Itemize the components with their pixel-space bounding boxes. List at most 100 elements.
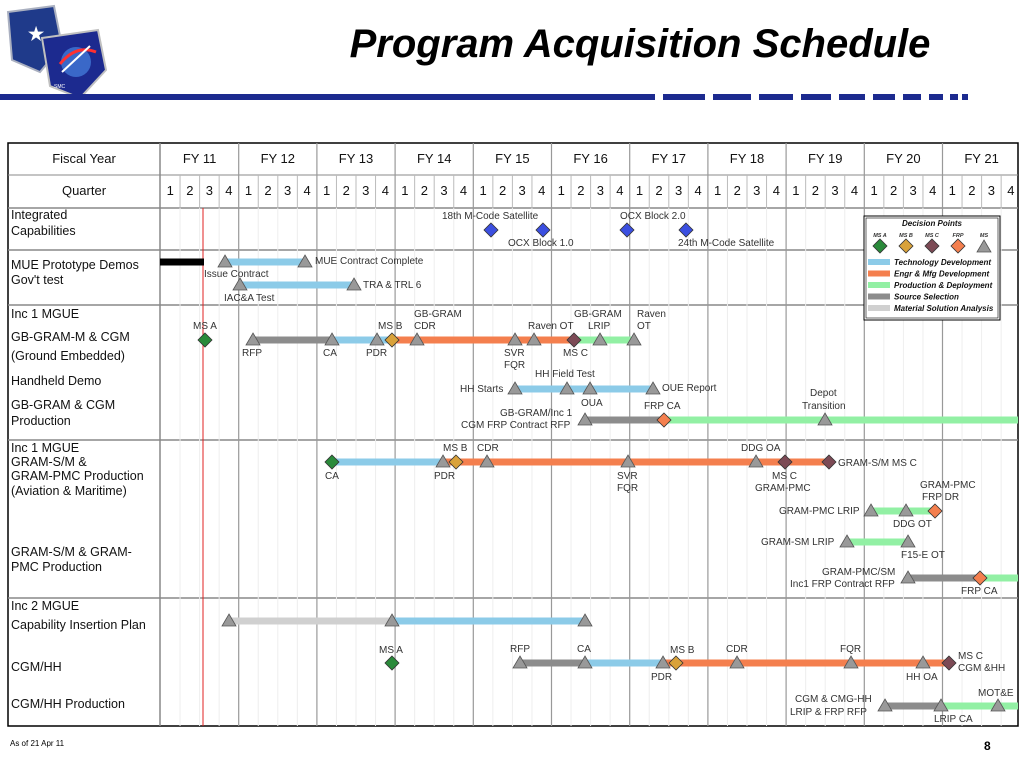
quarter-label: 3 <box>675 183 682 198</box>
row-label: Inc 1 MGUE <box>11 441 79 455</box>
row-label: GB-GRAM & CGM <box>11 398 115 412</box>
milestone-triangle <box>512 655 528 669</box>
quarter-label: 2 <box>343 183 350 198</box>
event-label: GRAM-PMC <box>920 480 976 491</box>
svg-text:★: ★ <box>28 24 45 44</box>
event-label: CA <box>325 471 339 482</box>
row-label: GRAM-S/M & <box>11 455 87 469</box>
legend-point-label: FRP <box>953 233 964 239</box>
quarter-label: 4 <box>460 183 467 198</box>
event-label: GB-GRAM/Inc 1 <box>500 408 573 419</box>
row-label: Integrated <box>11 208 67 222</box>
phase-bar <box>980 574 1018 582</box>
milestone-triangle <box>976 239 992 253</box>
event-label: FQR <box>617 483 638 494</box>
row-label: MUE Prototype Demos <box>11 258 139 272</box>
event-label: CGM & CMG-HH <box>795 694 872 705</box>
milestone-triangle <box>297 254 313 268</box>
phase-bar <box>885 702 941 710</box>
milestone-triangle <box>232 277 248 291</box>
event-label: CGM FRP Contract RFP <box>461 420 571 431</box>
milestone-triangle <box>409 332 425 346</box>
ms-c-diamond <box>941 655 957 671</box>
ms-b-diamond <box>384 332 400 348</box>
mue-black-bar <box>160 258 204 266</box>
phase-bar <box>941 702 1018 710</box>
event-label: SVR <box>617 471 638 482</box>
event-label: FRP CA <box>961 586 998 597</box>
legend-swatch <box>868 259 890 265</box>
milestone-triangle <box>620 454 636 468</box>
quarter-label: 4 <box>773 183 780 198</box>
quarter-label: 2 <box>968 183 975 198</box>
event-label: CA <box>577 644 591 655</box>
quarter-label: 2 <box>655 183 662 198</box>
milestone-triangle <box>645 381 661 395</box>
fiscal-year-label: FY 15 <box>495 151 529 166</box>
milestone-triangle <box>933 698 949 712</box>
milestone-triangle <box>900 570 916 584</box>
milestone-triangle <box>324 332 340 346</box>
quarter-label: 4 <box>1007 183 1014 198</box>
event-label: TRA & TRL 6 <box>363 280 422 291</box>
event-label: OUA <box>581 398 603 409</box>
row-label: CGM/HH Production <box>11 697 125 711</box>
event-label: MS A <box>379 645 403 656</box>
quarter-label: 4 <box>225 183 232 198</box>
quarter-label: 2 <box>499 183 506 198</box>
satellite-diamond <box>619 222 635 238</box>
event-label: CDR <box>726 644 748 655</box>
row-label: (Aviation & Maritime) <box>11 484 127 498</box>
legend-diamond <box>924 238 940 254</box>
quarter-label: 1 <box>323 183 330 198</box>
event-label: OCX Block 1.0 <box>508 238 574 249</box>
quarter-label: 3 <box>362 183 369 198</box>
phase-bar <box>515 385 653 393</box>
phase-bar <box>663 659 949 667</box>
event-label: CDR <box>414 321 436 332</box>
event-label: HH Starts <box>460 384 503 395</box>
milestone-triangle <box>559 381 575 395</box>
page-number: 8 <box>984 739 991 753</box>
event-label: 24th M-Code Satellite <box>678 238 775 249</box>
quarter-label: 4 <box>304 183 311 198</box>
event-label: DDG OA <box>741 443 781 454</box>
milestone-triangle <box>577 412 593 426</box>
phase-bar <box>585 659 663 667</box>
event-label: GRAM-PMC/SM <box>822 567 895 578</box>
quarter-label: 2 <box>186 183 193 198</box>
quarter-header: Quarter <box>62 183 107 198</box>
fiscal-year-label: FY 16 <box>573 151 607 166</box>
phase-bar <box>225 258 305 266</box>
page-title: Program Acquisition Schedule <box>349 22 931 66</box>
event-label: MS A <box>193 321 217 332</box>
event-label: FQR <box>504 360 525 371</box>
event-label: MS B <box>443 443 468 454</box>
quarter-label: 4 <box>929 183 936 198</box>
event-label: Depot <box>810 388 837 399</box>
quarter-label: 3 <box>831 183 838 198</box>
event-label: CGM &HH <box>958 663 1005 674</box>
event-label: OUE Report <box>662 383 717 394</box>
event-label: Transition <box>802 401 846 412</box>
legend-swatch <box>868 293 890 300</box>
milestone-triangle <box>592 332 608 346</box>
frp-diamond <box>972 570 988 586</box>
ms-a-diamond <box>324 454 340 470</box>
row-label: Production <box>11 414 71 428</box>
legend-point-label: MS C <box>925 233 940 239</box>
quarter-label: 4 <box>382 183 389 198</box>
fiscal-year-label: FY 19 <box>808 151 842 166</box>
milestone-triangle <box>384 613 400 627</box>
legend-item: Source Selection <box>894 293 959 302</box>
row-label: Handheld Demo <box>11 374 101 388</box>
quarter-label: 1 <box>636 183 643 198</box>
phase-bar <box>443 458 829 466</box>
milestone-triangle <box>526 332 542 346</box>
quarter-label: 4 <box>851 183 858 198</box>
legend-inner <box>865 217 999 319</box>
row-label: Gov't test <box>11 273 64 287</box>
quarter-label: 1 <box>479 183 486 198</box>
milestone-triangle <box>346 277 362 291</box>
ms-a-diamond <box>197 332 213 348</box>
